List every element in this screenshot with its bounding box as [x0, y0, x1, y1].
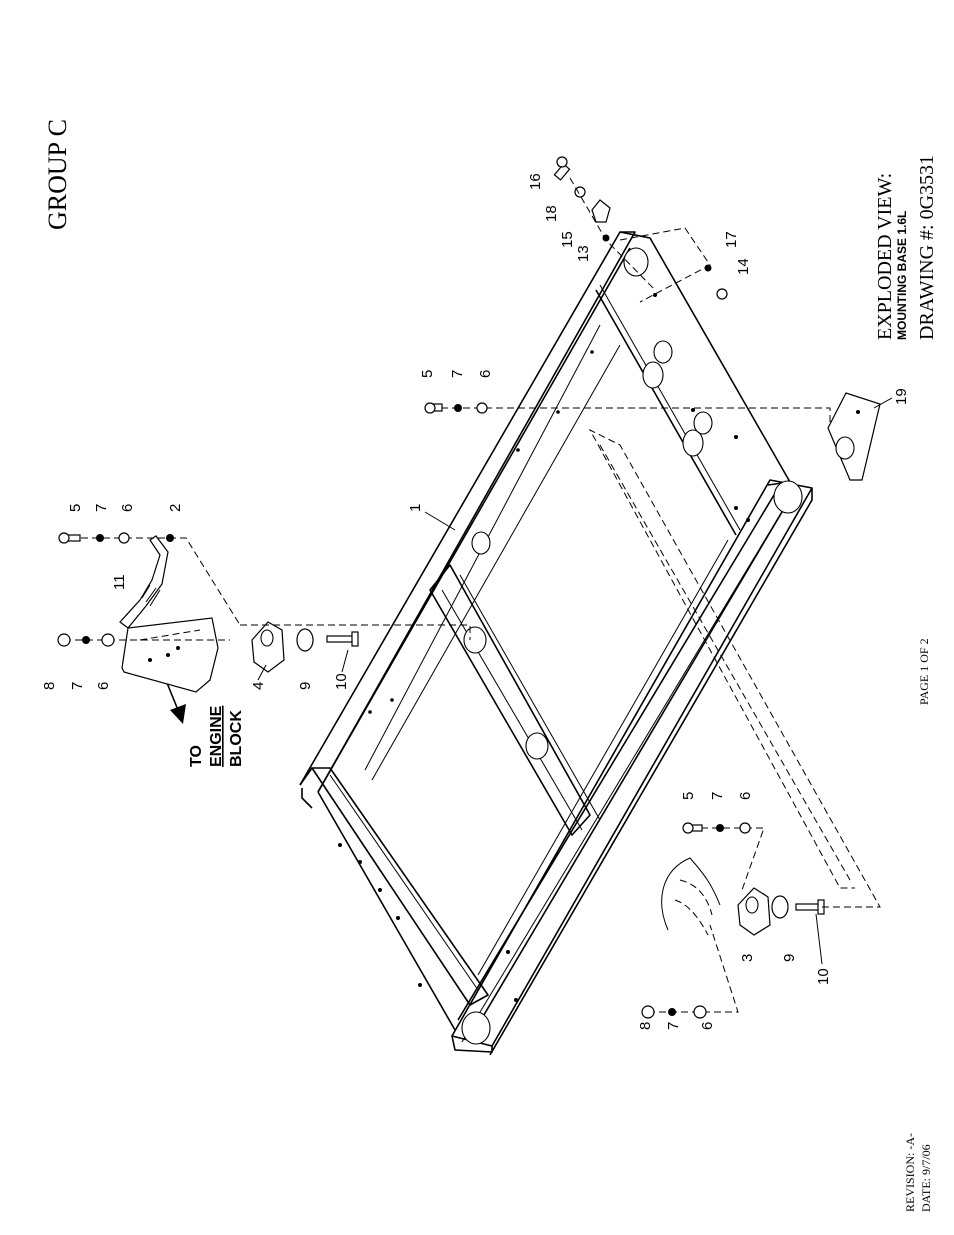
page-label: PAGE 1 OF 2 [917, 638, 931, 705]
revision-text: REVISION: -A- [903, 1133, 917, 1212]
base-frame [299, 231, 813, 1056]
part-6-washer-a [101, 633, 115, 647]
engine-outline-sketch [661, 857, 721, 936]
arrowhead-icon [170, 704, 186, 724]
part-6-washer-b [118, 532, 130, 544]
callout-7-b: 7 [93, 504, 110, 512]
leader-17-14 [619, 227, 711, 303]
callout-16: 16 [527, 173, 544, 190]
callout-18: 18 [543, 205, 560, 222]
callout-4: 4 [250, 682, 267, 690]
info-line-mounting-base: MOUNTING BASE 1.6L [895, 211, 909, 340]
callout-6-a: 6 [95, 682, 112, 690]
part-14-nut [716, 288, 728, 300]
revision-block: REVISION: -A- DATE: 9/7/06 [903, 1133, 933, 1212]
revision-date: DATE: 9/7/06 [919, 1144, 933, 1212]
engine-note-block: BLOCK [228, 710, 245, 767]
callout-3: 3 [739, 954, 756, 962]
part-9-washer-b [771, 895, 789, 919]
part-2-spacer [166, 534, 174, 542]
part-6-washer-c [693, 1005, 707, 1019]
callout-8-a: 8 [41, 682, 58, 690]
leader-to-frame-bottom [588, 428, 881, 908]
part-6-washer-e [476, 402, 488, 414]
part-5-bolt-c [424, 402, 443, 414]
callout-13: 13 [575, 245, 592, 262]
callout-17: 17 [723, 231, 740, 248]
stack-line-bottom-right [690, 827, 765, 891]
engine-note-to: TO [188, 745, 205, 767]
part-4-mount [251, 621, 285, 673]
part-17-lockwasher [704, 264, 712, 272]
part-15-clamp [591, 199, 611, 223]
callout-1: 1 [407, 504, 424, 512]
drawing-info: EXPLODED VIEW: MOUNTING BASE 1.6L DRAWIN… [874, 155, 938, 340]
callout-5-a: 5 [67, 504, 84, 512]
part-5-bolt-a [58, 532, 81, 544]
callout-19: 19 [893, 388, 910, 405]
info-line-drawing-number: DRAWING #: 0G3531 [916, 155, 938, 340]
part-9-washer-a [296, 628, 314, 652]
group-title: GROUP C [43, 119, 72, 230]
engine-note-engine: ENGINE [208, 705, 225, 767]
part-7-lockwasher-e [454, 404, 462, 412]
callout-2: 2 [167, 504, 184, 512]
part-8-nut-a [57, 633, 71, 647]
callout-8-b: 8 [637, 1022, 654, 1030]
part-5-bolt-b [682, 822, 703, 834]
callout-7-d: 7 [709, 792, 726, 800]
engine-bracket [121, 617, 219, 693]
part-8-nut-b [641, 1005, 655, 1019]
part-7-lockwasher-a [82, 636, 90, 644]
callout-6-b: 6 [119, 504, 136, 512]
part-7-lockwasher-d [716, 824, 724, 832]
part-18-washer [574, 186, 586, 198]
callout-9-a: 9 [297, 682, 314, 690]
leader-to-frame-bottom-inner [599, 444, 851, 881]
callout-14: 14 [735, 258, 752, 275]
stack-line-top-right-group [569, 177, 656, 291]
part-10-bolt-b [795, 899, 825, 915]
callout-11: 11 [111, 574, 128, 590]
part-16-bolt [553, 156, 571, 181]
part-7-lockwasher-b [96, 534, 104, 542]
info-line-exploded-view: EXPLODED VIEW: [874, 173, 896, 340]
callout-7-e: 7 [665, 1022, 682, 1030]
callout-10-a: 10 [333, 673, 350, 690]
part-3-mount [737, 887, 771, 936]
callout-6-d: 6 [737, 792, 754, 800]
stack-line-top-right [70, 537, 241, 626]
callout-6-c: 6 [477, 370, 494, 378]
callout-labels: 1 2 3 4 5 5 5 6 6 6 6 6 7 7 7 7 7 8 8 9 … [41, 173, 910, 1030]
callout-7-a: 7 [69, 682, 86, 690]
callout-5-b: 5 [419, 370, 436, 378]
callout-10-b: 10 [815, 968, 832, 985]
part-11-bracket [119, 535, 169, 629]
callout-15: 15 [559, 231, 576, 248]
part-6-washer-d [739, 822, 751, 834]
stack-line-right [430, 407, 831, 425]
callout-5-c: 5 [680, 792, 697, 800]
part-7-lockwasher-c [668, 1008, 676, 1016]
callout-9-b: 9 [781, 954, 798, 962]
callout-6-e: 6 [699, 1022, 716, 1030]
callout-7-c: 7 [449, 370, 466, 378]
part-10-bolt-a [326, 631, 359, 647]
stack-line-bottom [648, 924, 739, 1013]
part-19-plate [827, 392, 881, 481]
